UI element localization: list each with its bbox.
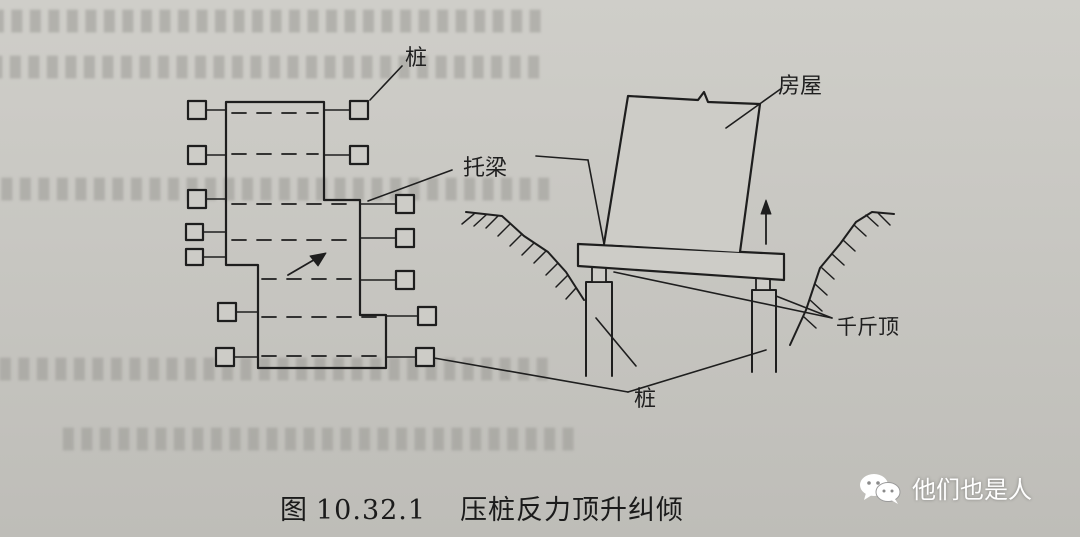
ground-slope-right (789, 211, 895, 346)
leader-beam-right (535, 155, 589, 161)
caption-title: 压桩反力顶升纠倾 (460, 495, 685, 526)
house-outline (602, 90, 762, 254)
pile (348, 144, 370, 166)
pile (216, 301, 238, 323)
caption-prefix: 图 (280, 495, 308, 526)
pile-section-left (585, 281, 613, 377)
underpinning-beam (576, 242, 786, 282)
caption-number: 10.32.1 (316, 495, 427, 526)
leader-beam (367, 169, 453, 202)
leader-pile-top (369, 65, 403, 101)
pile (394, 193, 416, 215)
ground-hatching-right (803, 212, 891, 329)
pile (394, 269, 416, 291)
figure-caption: 图 10.32.1 压桩反力顶升纠倾 (280, 488, 684, 527)
bleed-through-texture: ▮▮▮▮▮▮▮▮▮▮▮▮▮▮▮▮▮▮▮▮▮▮▮▮▮▮▮▮ (60, 420, 579, 455)
leader-house (725, 87, 783, 129)
leader-jack (613, 271, 833, 319)
pile (214, 346, 236, 368)
label-beam: 托梁 (463, 156, 508, 181)
watermark: 他们也是人 (858, 470, 1032, 505)
leader-beam-right (587, 159, 605, 245)
leader-pile-bottom (627, 349, 767, 393)
beam-dashed-lines (231, 112, 381, 357)
pile-squares (184, 99, 438, 368)
pile (416, 305, 438, 327)
watermark-text: 他们也是人 (912, 476, 1032, 504)
pile-crack-left (595, 317, 637, 367)
wechat-icon (860, 473, 901, 504)
pile (184, 222, 205, 242)
bleed-through-texture: ▮▮▮▮▮▮▮▮▮▮▮▮▮▮▮▮▮▮▮▮▮▮▮▮▮▮▮▮▮▮▮ (0, 48, 544, 83)
pile (186, 99, 208, 121)
tilt-arrow-head (309, 252, 327, 267)
bleed-through-texture: ▮▮▮▮▮▮▮▮▮▮▮▮▮▮▮▮▮▮▮▮▮▮▮▮▮▮▮▮▮▮▮ (0, 170, 554, 205)
pile (394, 227, 416, 249)
leader-pile-bottom (433, 357, 629, 393)
pile (186, 144, 208, 166)
pile (348, 99, 370, 121)
bleed-through-texture: ▮▮▮▮▮▮▮▮▮▮▮▮▮▮▮▮▮▮▮▮▮▮▮▮▮▮▮▮▮▮ (0, 2, 546, 37)
label-house: 房屋 (778, 74, 823, 99)
label-pile-top: 桩 (405, 46, 428, 71)
pile (184, 247, 205, 267)
ground-slope-left (465, 211, 585, 301)
building-outline-plan (224, 100, 388, 370)
leader-jack (775, 295, 833, 319)
pile (186, 188, 208, 210)
lift-arrow-head (760, 199, 772, 215)
pile-connectors (202, 109, 419, 358)
ground-hatching-left (461, 213, 577, 300)
label-jack: 千斤顶 (836, 315, 899, 339)
label-pile-bottom: 桩 (634, 387, 657, 412)
pile (414, 346, 436, 368)
